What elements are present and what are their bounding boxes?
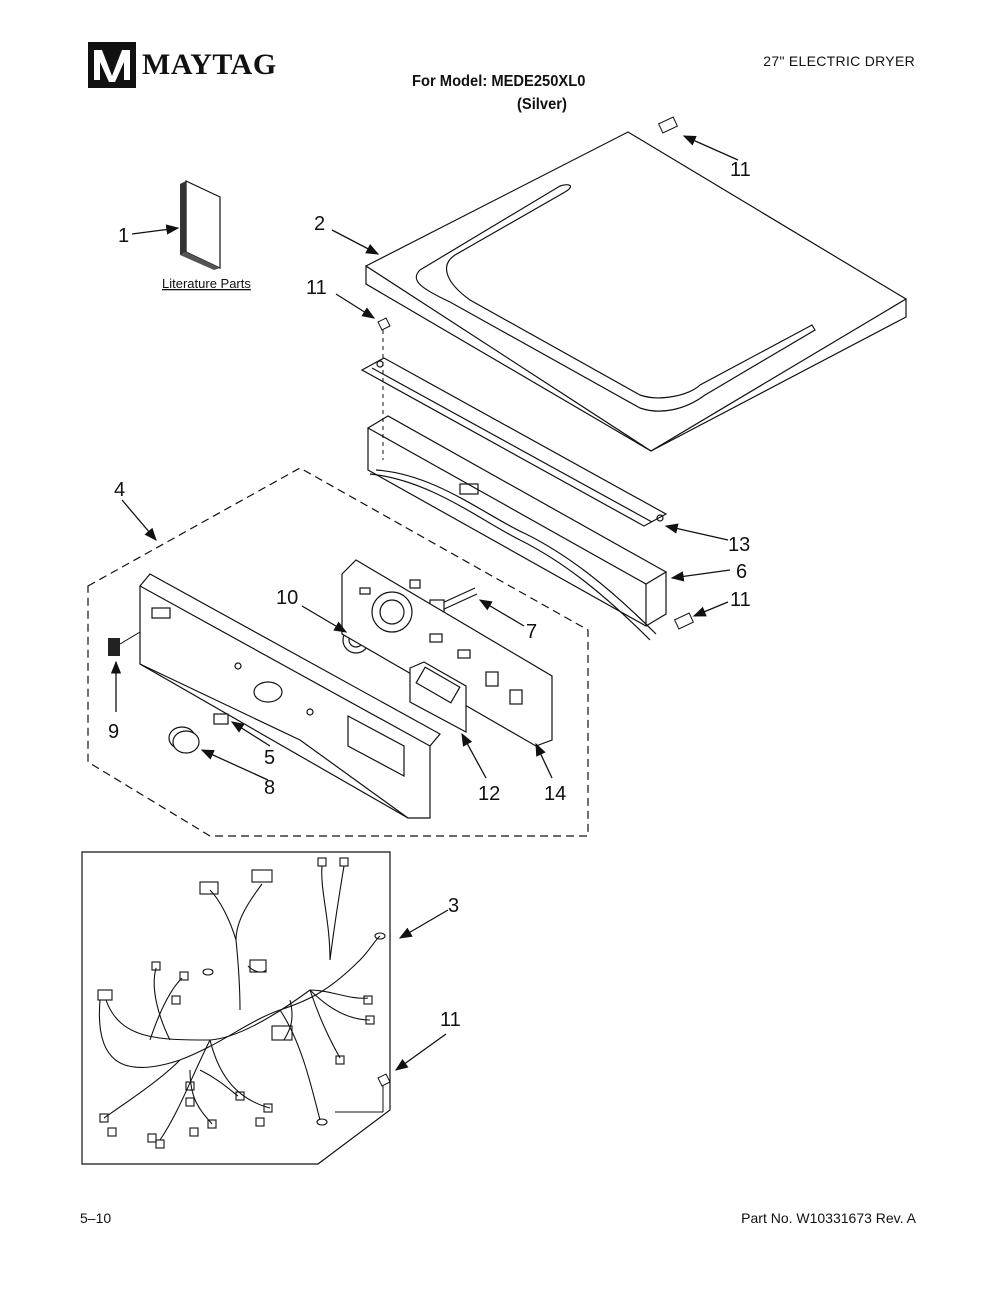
callout-10: 10 bbox=[276, 587, 298, 609]
callout-12: 12 bbox=[478, 783, 500, 805]
control-panel-assembly-boundary bbox=[87, 467, 589, 837]
color-line: (Silver) bbox=[517, 96, 567, 113]
wire-harness bbox=[97, 857, 386, 1149]
callout-11-harness: 11 bbox=[440, 1009, 461, 1031]
page-number: 5–10 bbox=[80, 1210, 112, 1226]
screw-11-right bbox=[673, 612, 695, 630]
literature-parts-booklet bbox=[180, 180, 221, 270]
callout-5: 5 bbox=[264, 747, 275, 769]
callout-4: 4 bbox=[114, 479, 125, 501]
top-panel bbox=[364, 131, 908, 452]
callout-1: 1 bbox=[118, 225, 129, 247]
callout-11-right: 11 bbox=[730, 589, 751, 611]
spacer bbox=[213, 713, 229, 725]
wire-harness-boundary bbox=[81, 851, 391, 1165]
callout-7: 7 bbox=[526, 621, 537, 643]
callout-11-upper: 11 bbox=[306, 277, 327, 299]
pushbutton bbox=[108, 631, 141, 656]
brand-name: MAYTAG bbox=[142, 48, 277, 81]
callout-13: 13 bbox=[728, 534, 750, 556]
callout-14: 14 bbox=[544, 783, 566, 805]
console-panel bbox=[139, 573, 441, 819]
callout-11-top: 11 bbox=[730, 159, 751, 181]
product-type: 27" ELECTRIC DRYER bbox=[763, 53, 915, 69]
callout-6: 6 bbox=[736, 561, 747, 583]
screw-11-upper bbox=[377, 317, 391, 460]
callout-3: 3 bbox=[448, 895, 459, 917]
display-membrane bbox=[409, 661, 467, 734]
leader-arrows bbox=[110, 135, 739, 1071]
callout-2: 2 bbox=[314, 213, 325, 235]
callout-9: 9 bbox=[108, 721, 119, 743]
callout-8: 8 bbox=[264, 777, 275, 799]
electronic-control-board bbox=[341, 559, 553, 747]
console-frame bbox=[366, 415, 668, 641]
maytag-logo: MAYTAG bbox=[88, 42, 277, 88]
literature-parts-label: Literature Parts bbox=[162, 276, 251, 291]
part-number: Part No. W10331673 Rev. A bbox=[741, 1210, 916, 1226]
control-knob bbox=[168, 726, 200, 754]
model-line: For Model: MEDE250XL0 bbox=[412, 73, 586, 90]
hinge-bracket bbox=[360, 357, 668, 527]
screw-11-harness bbox=[335, 1073, 391, 1113]
screw-11-top bbox=[657, 116, 679, 134]
maytag-m-emblem bbox=[88, 42, 136, 88]
